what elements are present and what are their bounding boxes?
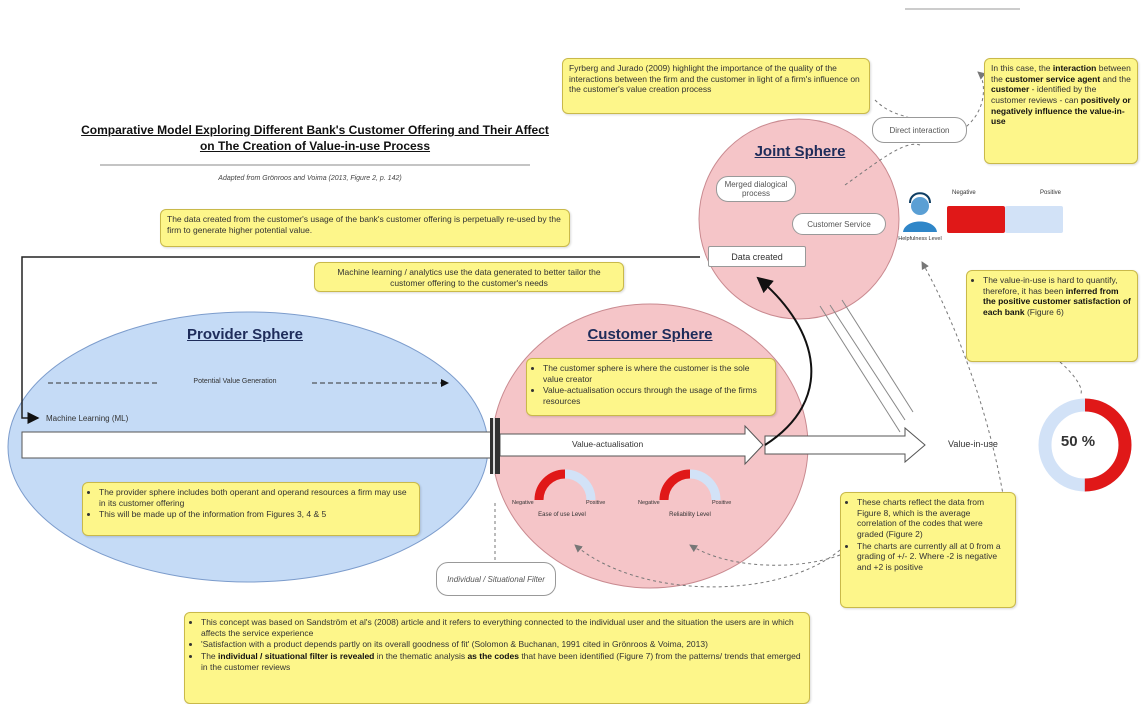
note-fyrberg: Fyrberg and Jurado (2009) highlight the … [562, 58, 870, 114]
data-created-bubble: Data created [708, 246, 806, 267]
provider-note-item: The provider sphere includes both operan… [99, 487, 413, 508]
filter-bubble: Individual / Situational Filter [436, 562, 556, 596]
concept-note-item: 'Satisfaction with a product depends par… [201, 639, 803, 650]
provider-sphere-title: Provider Sphere [187, 326, 303, 343]
agent-caption: Helpfulness Level [898, 236, 942, 242]
note-customer-sphere: The customer sphere is where the custome… [526, 358, 776, 416]
note-data-reuse: The data created from the customer's usa… [160, 209, 570, 247]
customer-service-agent-icon [903, 192, 937, 232]
customer-service-bubble: Customer Service [792, 213, 886, 235]
direct-interaction-bubble: Direct interaction [872, 117, 967, 143]
concept-note-item: The individual / situational filter is r… [201, 651, 803, 672]
donut-label: 50 % [1060, 433, 1096, 450]
value-actualisation-label: Value-actualisation [572, 439, 644, 449]
gauge-negative-arc [534, 469, 566, 501]
value-actualisation-arrow [499, 424, 764, 466]
agent-positive-bar [1005, 206, 1063, 233]
note-machine-learning: Machine learning / analytics use the dat… [314, 262, 624, 292]
gauge1-positive-label: Positive [586, 500, 606, 506]
note-interaction: In this case, the interaction between th… [984, 58, 1138, 164]
gauge1-caption: Ease of use Level [538, 512, 586, 518]
merged-process-bubble: Merged dialogical process [716, 176, 796, 202]
joint-to-value-arrow-1 [829, 304, 906, 421]
gauge2-caption: Reliability Level [669, 512, 711, 518]
gauge-positive-arc [689, 469, 721, 501]
charts-note-item: The charts are currently all at 0 from a… [857, 541, 1009, 573]
customer-note-item: Value-actualisation occurs through the u… [543, 385, 769, 406]
note-provider-sphere: The provider sphere includes both operan… [82, 482, 420, 536]
customer-sphere-title: Customer Sphere [587, 326, 713, 343]
donut-filled-segment [1038, 398, 1132, 492]
page-title-line2: on The Creation of Value-in-use Process [199, 139, 431, 154]
charts-note-item: These charts reflect the data from Figur… [857, 497, 1009, 540]
page-subtitle: Adapted from Grönroos and Voima (2013, F… [218, 175, 402, 182]
value-in-use-label: Value-in-use [948, 439, 998, 449]
note-charts: These charts reflect the data from Figur… [840, 492, 1016, 608]
agent-negative-bar [947, 206, 1005, 233]
value-bar [21, 431, 493, 459]
ml-feedback-line [21, 256, 700, 424]
direct-interaction-connector [844, 143, 921, 186]
customer-note-item: The customer sphere is where the custome… [543, 363, 769, 384]
potential-value-label: Potential Value Generation [160, 378, 310, 385]
provider-note-item: This will be made up of the information … [99, 509, 413, 520]
value-note-connector [1059, 361, 1082, 396]
gauge2-positive-label: Positive [712, 500, 732, 506]
page-title-line1: Comparative Model Exploring Different Ba… [81, 123, 549, 137]
note-value-in-use: The value-in-use is hard to quantify, th… [966, 270, 1138, 362]
gauge-negative-arc [659, 469, 691, 501]
page-title: Comparative Model Exploring Different Ba… [10, 122, 620, 154]
machine-learning-label: Machine Learning (ML) [46, 414, 129, 423]
data-curve-arrow [756, 276, 813, 446]
value-in-use-arrow [764, 426, 926, 464]
agent-positive-label: Positive [1040, 190, 1062, 196]
agent-negative-label: Negative [952, 190, 976, 196]
concept-note-item: This concept was based on Sandström et a… [201, 617, 803, 638]
gauge1-negative-label: Negative [512, 500, 534, 506]
joint-sphere-title: Joint Sphere [754, 143, 846, 160]
gauge2-negative-label: Negative [638, 500, 660, 506]
gauge-positive-arc [564, 469, 596, 501]
charts-connector [574, 544, 841, 588]
note-concept: This concept was based on Sandström et a… [184, 612, 810, 704]
